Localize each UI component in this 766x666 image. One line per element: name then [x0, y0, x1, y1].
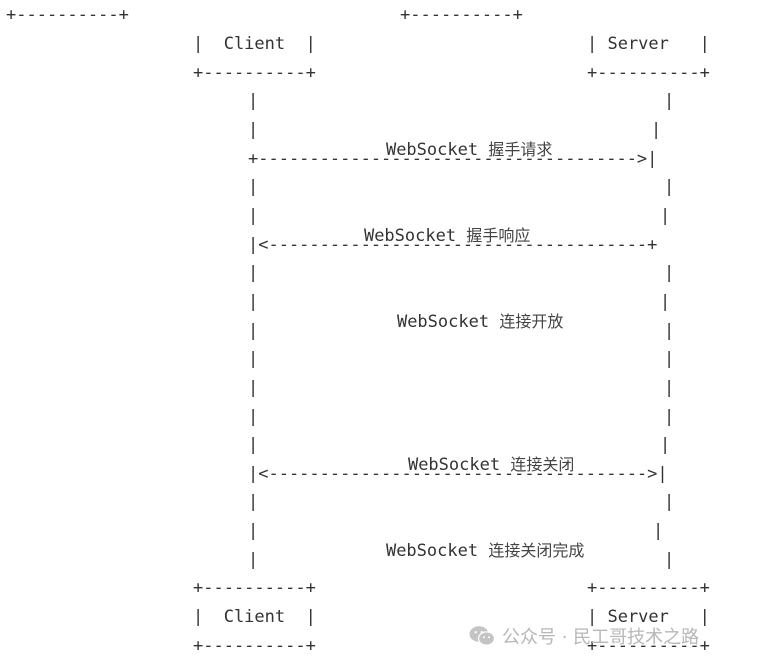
server-lifeline: | [664, 492, 675, 512]
client-lifeline: | [248, 435, 259, 455]
client-top-border: +----------+ [193, 63, 316, 83]
server-lifeline: | [660, 206, 671, 226]
client-top-label: | Client | [193, 34, 316, 54]
arrow-client-to-server: +------------------------------------->| [248, 149, 658, 169]
server-lifeline: | [664, 407, 675, 427]
server-top-border: +----------+ [587, 63, 710, 83]
message-connection-close-complete: WebSocket 连接关闭完成 [345, 521, 584, 581]
server-top-label: | Server | [587, 34, 710, 54]
server-lifeline: | [664, 550, 675, 570]
client-lifeline: | [248, 206, 259, 226]
arrow-server-to-client: |<-------------------------------------+ [248, 235, 658, 255]
top-middle-box-border: +----------+ [400, 5, 523, 25]
message-text: 握手请求 [488, 140, 553, 159]
server-lifeline: | [664, 263, 675, 283]
server-lifeline: | [664, 177, 675, 197]
client-bottom-border-bottom: +----------+ [193, 636, 316, 656]
arrow-bidirectional: |<------------------------------------->… [248, 464, 668, 484]
client-lifeline: | [248, 91, 259, 111]
client-lifeline: | [248, 407, 259, 427]
message-handshake-response: WebSocket 握手响应 [323, 206, 530, 266]
client-lifeline: | [248, 521, 259, 541]
client-lifeline: | [248, 492, 259, 512]
server-lifeline: | [660, 435, 671, 455]
client-lifeline: | [248, 321, 259, 341]
server-lifeline: | [664, 349, 675, 369]
server-lifeline: | [660, 292, 671, 312]
client-lifeline: | [248, 349, 259, 369]
watermark-text: 公众号 · 民工哥技术之路 [502, 627, 700, 648]
message-protocol: WebSocket [407, 455, 501, 475]
server-lifeline: | [664, 91, 675, 111]
message-text: 连接开放 [499, 312, 564, 331]
client-bottom-border-top: +----------+ [193, 578, 316, 598]
watermark: 公众号 · 民工哥技术之路 [468, 622, 699, 650]
top-left-box-border: +----------+ [6, 5, 129, 25]
message-protocol: WebSocket [396, 312, 490, 332]
message-protocol: WebSocket [385, 541, 479, 561]
wechat-icon [469, 626, 496, 646]
server-lifeline: | [653, 521, 664, 541]
message-connection-close: WebSocket 连接关闭 [367, 435, 574, 495]
message-text: 连接关闭 [510, 455, 575, 474]
server-lifeline: | [664, 378, 675, 398]
client-bottom-label: | Client | [193, 607, 316, 627]
client-lifeline: | [248, 550, 259, 570]
client-lifeline: | [248, 292, 259, 312]
server-lifeline: | [664, 321, 675, 341]
message-connection-open: WebSocket 连接开放 [356, 292, 563, 352]
server-bottom-label: | Server | [587, 607, 710, 627]
client-lifeline: | [248, 263, 259, 283]
client-lifeline: | [248, 378, 259, 398]
server-bottom-border-bottom: +----------+ [587, 636, 710, 656]
client-lifeline: | [248, 177, 259, 197]
message-protocol: WebSocket [385, 140, 479, 160]
message-text: 握手响应 [466, 226, 531, 245]
message-text: 连接关闭完成 [488, 541, 585, 560]
message-handshake-request: WebSocket 握手请求 [345, 120, 552, 180]
server-bottom-border-top: +----------+ [587, 578, 710, 598]
server-lifeline: | [651, 120, 662, 140]
client-lifeline: | [248, 120, 259, 140]
message-protocol: WebSocket [363, 226, 457, 246]
